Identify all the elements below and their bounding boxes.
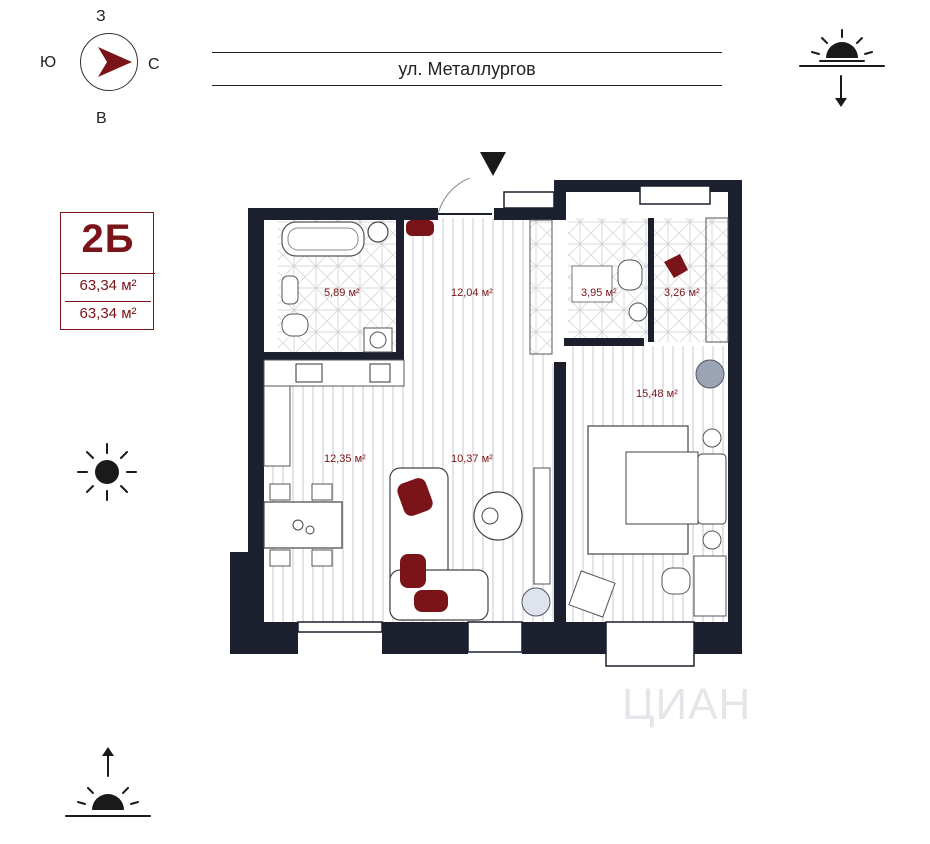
- sunrise-icon: [65, 747, 151, 817]
- apartment-total-area: 63,34 м²: [79, 277, 137, 294]
- wall-bath-hall: [396, 218, 404, 368]
- room-label-living: 10,37 м²: [451, 453, 493, 465]
- sun-icon: [77, 443, 137, 501]
- cushion: [414, 590, 448, 612]
- compass-arrow-icon: [98, 47, 132, 77]
- wall-bottom-3: [522, 622, 606, 654]
- wall-right: [728, 180, 742, 654]
- plant: [521, 587, 551, 617]
- window-top-right: [639, 185, 711, 205]
- compass: З Ю С В: [40, 8, 170, 128]
- street-name: ул. Металлургов: [398, 59, 536, 79]
- bed-blanket: [625, 451, 699, 525]
- hall-bench: [406, 220, 434, 236]
- bedroom-plant: [695, 359, 725, 389]
- storage-shelves: [705, 217, 729, 343]
- wall-wc-storage: [648, 218, 654, 342]
- wall-top-left: [248, 208, 438, 220]
- window-kitchen: [297, 621, 383, 633]
- wall-wc-bottom: [564, 338, 644, 346]
- window-bedroom: [605, 621, 695, 667]
- room-label-kitchen: 12,35 м²: [324, 453, 366, 465]
- watermark: ЦИАН: [622, 680, 752, 729]
- kitchen-side-counter: [263, 385, 291, 467]
- bedroom-chair: [568, 570, 616, 618]
- wc-toilet: [617, 259, 643, 291]
- wall-living-bedroom: [554, 362, 566, 622]
- wall-notch: [554, 180, 566, 220]
- window-top: [503, 191, 555, 209]
- wall-left: [248, 208, 264, 654]
- compass-south-label: В: [96, 110, 107, 127]
- stove: [295, 363, 323, 383]
- nightstand: [702, 530, 722, 550]
- wc-shower: [571, 265, 613, 303]
- nightstand: [702, 428, 722, 448]
- wc-sink: [628, 302, 648, 322]
- hall-floor: [398, 218, 548, 368]
- apartment-divider: [65, 301, 151, 302]
- street: ул. Металлургов: [212, 52, 722, 86]
- bedroom-desk: [693, 555, 727, 617]
- room-label-bedroom: 15,48 м²: [636, 388, 678, 400]
- window-living: [467, 621, 523, 653]
- apartment-code: 2Б: [81, 217, 135, 261]
- sunset-icon: [799, 29, 885, 107]
- entrance-marker-icon: [480, 152, 506, 176]
- wall-bottom-2: [382, 622, 468, 654]
- wall-top-mid: [494, 208, 556, 220]
- cushion: [397, 478, 433, 516]
- room-label-storage: 3,26 м²: [664, 287, 700, 299]
- wall-left-lower: [230, 552, 252, 654]
- cushion: [400, 554, 426, 588]
- tv-stand: [533, 467, 551, 585]
- compass-east-label: С: [148, 56, 160, 73]
- kitchen-sink: [369, 363, 391, 383]
- bathtub: [281, 221, 365, 257]
- bath-sink: [281, 275, 299, 305]
- apartment-living-area: 63,34 м²: [79, 305, 137, 322]
- storage-item: [664, 254, 688, 278]
- bed-pillows: [697, 453, 727, 525]
- wall-bottom-4: [694, 622, 742, 654]
- street-line-top: [212, 52, 722, 53]
- compass-circle: [80, 33, 138, 91]
- wall-bottom-1: [248, 622, 298, 654]
- apartment-info: 2Б 63,34 м² 63,34 м²: [60, 212, 155, 330]
- bedroom-armchair: [661, 567, 691, 595]
- apartment-divider: [61, 273, 155, 274]
- room-label-hall: 12,04 м²: [451, 287, 493, 299]
- room-label-bathroom: 5,89 м²: [324, 287, 360, 299]
- shower-drain: [367, 221, 389, 243]
- hall-wardrobe: [529, 219, 553, 355]
- floor-plan: [230, 178, 742, 667]
- bath-toilet: [281, 313, 309, 337]
- wall-bath-bottom: [264, 352, 404, 360]
- street-line-bottom: [212, 85, 722, 86]
- room-label-wc: 3,95 м²: [581, 287, 617, 299]
- compass-west-label: Ю: [40, 54, 57, 71]
- compass-north-label: З: [96, 8, 106, 25]
